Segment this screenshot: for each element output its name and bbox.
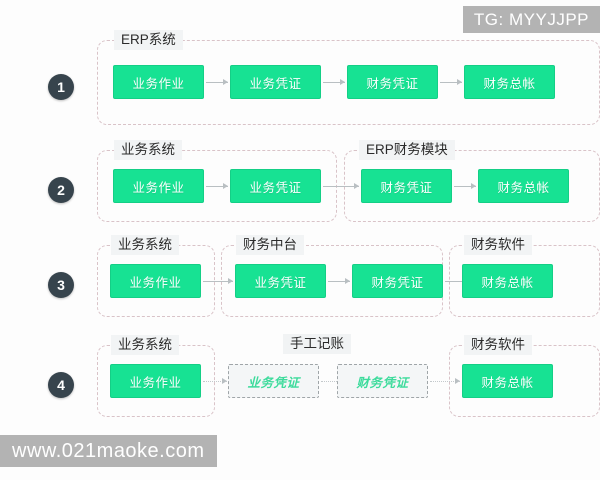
- flow-row-3: 3 业务系统 财务中台 财务软件 业务作业 业务凭证 财务凭证 财务总帐: [0, 235, 600, 317]
- group-label-erp-finance-module: ERP财务模块: [359, 140, 455, 160]
- arrow-r1-2: [323, 78, 345, 87]
- arrow-r4-3: [430, 377, 460, 386]
- group-erp-system: ERP系统: [97, 30, 600, 125]
- node-finance-voucher-r4[interactable]: 财务凭证: [337, 364, 428, 398]
- arrow-r3-1: [203, 277, 233, 286]
- node-business-voucher-r1[interactable]: 业务凭证: [230, 65, 321, 99]
- arrow-r2-1: [206, 182, 228, 191]
- group-label-business-system-r2: 业务系统: [114, 140, 182, 160]
- node-finance-voucher-r2[interactable]: 财务凭证: [361, 169, 452, 203]
- node-finance-voucher-r3[interactable]: 财务凭证: [352, 264, 443, 298]
- group-label-business-system-r4: 业务系统: [111, 335, 179, 355]
- group-finance-midend: 财务中台: [221, 235, 443, 317]
- node-finance-ledger-r3[interactable]: 财务总帐: [462, 264, 553, 298]
- node-finance-ledger-r4[interactable]: 财务总帐: [462, 364, 553, 398]
- node-business-operation-r4[interactable]: 业务作业: [110, 364, 201, 398]
- watermark-bottom-left: www.021maoke.com: [0, 435, 217, 467]
- node-finance-ledger-r2[interactable]: 财务总帐: [478, 169, 569, 203]
- node-business-voucher-r4[interactable]: 业务凭证: [228, 364, 319, 398]
- row-index-badge-2: 2: [48, 177, 74, 203]
- flow-row-1: 1 ERP系统 业务作业 业务凭证 财务凭证 财务总帐: [0, 30, 600, 125]
- group-label-finance-midend: 财务中台: [236, 235, 304, 255]
- arrow-r3-2: [328, 277, 350, 286]
- node-business-operation-r3[interactable]: 业务作业: [110, 264, 201, 298]
- group-business-system-r4: 业务系统: [97, 335, 215, 417]
- arrow-r1-3: [440, 78, 462, 87]
- node-finance-ledger-r1[interactable]: 财务总帐: [464, 65, 555, 99]
- row-index-badge-1: 1: [48, 74, 74, 100]
- group-business-system-r3: 业务系统: [97, 235, 215, 317]
- arrow-r1-1: [206, 78, 228, 87]
- group-erp-finance-module: ERP财务模块: [344, 140, 600, 222]
- arrow-r4-1: [203, 377, 227, 386]
- node-business-voucher-r2[interactable]: 业务凭证: [230, 169, 321, 203]
- group-label-finance-software-r3: 财务软件: [464, 235, 532, 255]
- group-label-erp-system: ERP系统: [114, 30, 183, 50]
- group-label-manual-bookkeeping: 手工记账: [283, 334, 351, 354]
- group-finance-software-r4: 财务软件: [449, 335, 600, 417]
- arrow-r2-2: [323, 182, 359, 191]
- watermark-top-right: TG: MYYJJPP: [462, 6, 600, 33]
- group-label-finance-software-r4: 财务软件: [464, 335, 532, 355]
- node-business-operation-r1[interactable]: 业务作业: [113, 65, 204, 99]
- flow-row-2: 2 业务系统 ERP财务模块 业务作业 业务凭证 财务凭证 财务总帐: [0, 140, 600, 222]
- node-business-operation-r2[interactable]: 业务作业: [113, 169, 204, 203]
- flow-row-4: 4 业务系统 财务软件 手工记账 业务作业 业务凭证 财务凭证 财务总帐: [0, 334, 600, 417]
- row-index-badge-4: 4: [48, 372, 74, 398]
- node-business-voucher-r3[interactable]: 业务凭证: [235, 264, 326, 298]
- group-label-business-system-r3: 业务系统: [111, 235, 179, 255]
- arrow-r2-3: [454, 182, 476, 191]
- row-index-badge-3: 3: [48, 272, 74, 298]
- node-finance-voucher-r1[interactable]: 财务凭证: [347, 65, 438, 99]
